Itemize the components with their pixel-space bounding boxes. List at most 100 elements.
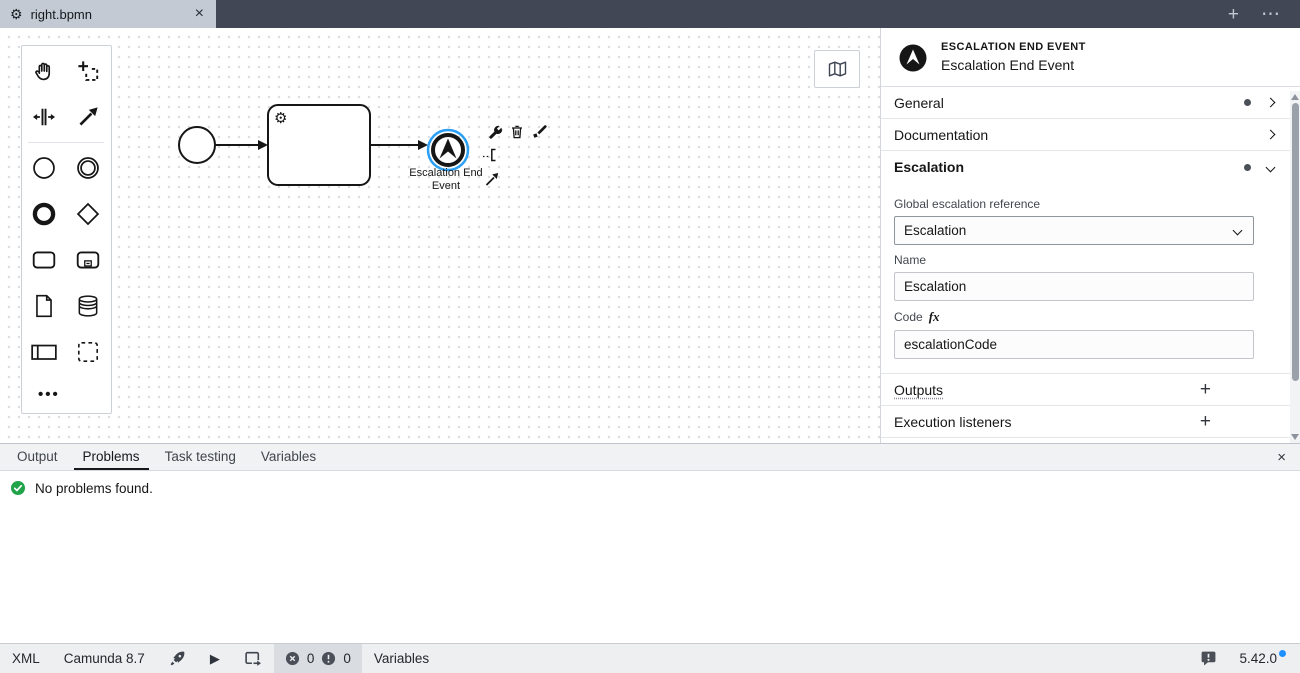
tab-right-bpmn[interactable]: ⚙ right.bpmn × — [0, 0, 216, 28]
version-update-button[interactable]: 5.42.0 — [1229, 644, 1300, 673]
lasso-tool[interactable] — [66, 48, 110, 94]
text-annotation-icon[interactable] — [483, 148, 496, 162]
connect-arrow-icon[interactable] — [485, 173, 499, 186]
escalation-end-event[interactable] — [431, 133, 465, 167]
engine-version-button[interactable]: Camunda 8.7 — [63, 651, 145, 666]
add-output-button[interactable]: + — [1199, 379, 1211, 401]
workspace: ⚙ Escalation End Event — [0, 28, 1300, 443]
name-label: Name — [894, 253, 927, 268]
context-pad — [483, 125, 547, 186]
escalation-section-body: Global escalation reference Escalation N… — [881, 183, 1300, 375]
warning-count: 0 — [343, 651, 351, 666]
tab-overflow-button[interactable]: ⋯ — [1261, 3, 1280, 25]
error-count-icon — [285, 651, 299, 666]
start-instance-button[interactable]: ▶ — [198, 644, 232, 673]
selection-outline — [426, 128, 470, 172]
chevron-right-icon — [1265, 129, 1276, 140]
section-outputs[interactable]: Outputs + — [881, 374, 1300, 407]
element-name-label: Escalation End Event — [941, 56, 1075, 73]
chevron-down-icon — [1232, 225, 1243, 236]
sequence-flow-1[interactable] — [215, 140, 268, 150]
minimap-toggle-button[interactable] — [814, 50, 860, 88]
create-group[interactable] — [66, 329, 110, 375]
create-task[interactable] — [22, 237, 66, 283]
feel-expression-icon[interactable]: fx — [928, 309, 940, 325]
sequence-flow-2[interactable] — [370, 140, 428, 150]
section-data-dot — [1244, 163, 1251, 171]
play-icon: ▶ — [209, 650, 220, 666]
chevron-right-icon — [1265, 97, 1276, 108]
create-subprocess[interactable] — [66, 237, 110, 283]
create-intermediate-event[interactable] — [66, 145, 110, 191]
create-end-event[interactable] — [22, 191, 66, 237]
paintbrush-icon[interactable] — [533, 125, 547, 138]
warning-count-icon — [322, 651, 336, 666]
wrench-icon[interactable] — [489, 125, 503, 139]
trash-icon[interactable] — [512, 125, 522, 139]
create-participant[interactable] — [22, 329, 66, 375]
section-data-dot — [1244, 99, 1251, 107]
section-escalation[interactable]: Escalation — [881, 151, 1300, 183]
process-gear-icon: ⚙ — [10, 6, 23, 22]
escalation-name-input[interactable] — [894, 272, 1254, 302]
space-tool[interactable] — [22, 94, 66, 140]
palette-more-button[interactable]: ••• — [38, 385, 60, 403]
global-connect-tool[interactable] — [66, 94, 110, 140]
scrollbar-thumb[interactable] — [1291, 103, 1299, 381]
map-icon — [828, 61, 846, 77]
global-escalation-reference-select[interactable]: Escalation — [894, 216, 1254, 246]
escalation-code-input[interactable] — [894, 330, 1254, 360]
open-in-play-button[interactable] — [232, 644, 274, 673]
service-task[interactable]: ⚙ — [267, 104, 371, 186]
status-bar: XML Camunda 8.7 ▶ 0 0 Variables — [0, 643, 1300, 673]
scroll-down-icon[interactable] — [1291, 434, 1299, 440]
bottom-panel-tabs: Output Problems Task testing Variables × — [0, 444, 1300, 471]
tab-title: right.bpmn — [30, 6, 92, 22]
palette-separator — [28, 142, 104, 143]
code-label: Code fx — [894, 309, 940, 325]
tab-output[interactable]: Output — [17, 448, 58, 464]
tab-problems[interactable]: Problems — [73, 444, 149, 470]
hand-tool[interactable] — [22, 48, 66, 94]
add-execution-listener-button[interactable]: + — [1199, 411, 1211, 433]
create-data-object[interactable] — [22, 283, 66, 329]
scroll-up-icon[interactable] — [1291, 94, 1299, 100]
rocket-icon — [170, 651, 185, 666]
feedback-bubble-icon — [1202, 651, 1216, 666]
deploy-button[interactable] — [157, 644, 198, 673]
xml-toggle-button[interactable]: XML — [12, 651, 40, 666]
variables-toggle-button[interactable]: Variables — [373, 651, 430, 666]
escalation-end-event-icon — [899, 44, 927, 72]
create-start-event[interactable] — [22, 145, 66, 191]
new-tab-button[interactable]: + — [1227, 3, 1239, 25]
section-execution-listeners[interactable]: Execution listeners + — [881, 406, 1300, 439]
bpmn-canvas[interactable]: ⚙ Escalation End Event — [0, 28, 880, 443]
element-type-label: ESCALATION END EVENT — [941, 41, 1086, 53]
create-gateway[interactable] — [66, 191, 110, 237]
version-label: 5.42.0 — [1239, 651, 1277, 666]
bpmn-diagram: ⚙ Escalation End Event — [178, 104, 547, 192]
error-count: 0 — [306, 651, 315, 666]
section-general[interactable]: General — [881, 87, 1300, 120]
section-documentation[interactable]: Documentation — [881, 119, 1300, 152]
chevron-down-icon — [1265, 162, 1276, 173]
end-event-label[interactable]: Escalation End Event — [409, 167, 482, 192]
problems-count-button[interactable]: 0 0 — [273, 644, 362, 673]
palette: ••• — [21, 45, 112, 414]
tab-task-testing[interactable]: Task testing — [164, 448, 236, 464]
update-available-dot — [1279, 650, 1286, 657]
start-event[interactable] — [178, 126, 216, 164]
no-problems-message: No problems found. — [35, 480, 153, 496]
service-task-gear-icon: ⚙ — [274, 110, 287, 127]
properties-scrollbar[interactable] — [1290, 91, 1300, 443]
create-data-store[interactable] — [66, 283, 110, 329]
tab-close-icon[interactable]: × — [194, 5, 204, 22]
global-escalation-reference-label: Global escalation reference — [894, 197, 1041, 212]
report-issue-button[interactable] — [1188, 644, 1229, 673]
tab-variables[interactable]: Variables — [260, 448, 317, 464]
svg-text:Event: Event — [432, 180, 460, 192]
bottom-panel-close-icon[interactable]: × — [1277, 448, 1286, 466]
properties-panel: ESCALATION END EVENT Escalation End Even… — [880, 28, 1300, 443]
bottom-panel: Output Problems Task testing Variables ×… — [0, 443, 1300, 643]
svg-text:Escalation End: Escalation End — [409, 167, 482, 179]
